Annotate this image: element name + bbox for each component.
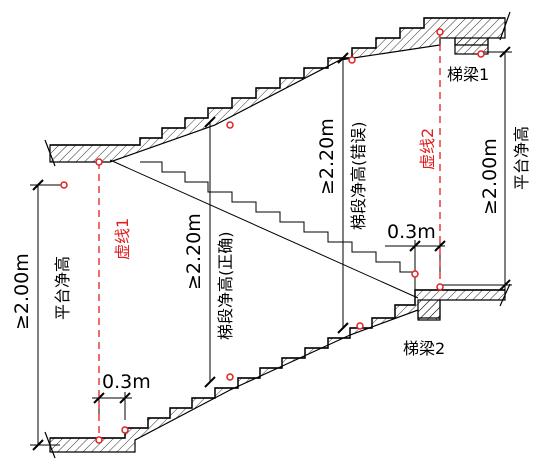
lower-flight [44, 283, 511, 459]
correct-height-value: ≥2.20m [183, 213, 205, 290]
lower-right-break [499, 283, 511, 307]
upper-flight [44, 11, 511, 167]
middle-stair-outline [140, 161, 416, 290]
lower-steps-outline [50, 289, 505, 439]
correct-height-label: 梯段净高(正确) [216, 232, 235, 341]
left-height-value: ≥2.00m [11, 253, 33, 330]
diagonal-line [109, 159, 419, 299]
wrong-height-value: ≥2.20m [316, 118, 338, 195]
dimension-lines [30, 46, 512, 451]
beam2-label: 梯梁2 [403, 339, 445, 358]
beam1-label: 梯梁1 [447, 65, 489, 84]
red-points [60, 28, 485, 444]
wrong-height-label: 梯段净高(错误) [349, 122, 368, 231]
offset-upper-label: 0.3m [387, 221, 436, 243]
upper-right-break [499, 11, 511, 41]
right-height-value: ≥2.00m [479, 138, 501, 215]
offset-lower-label: 0.3m [102, 371, 151, 393]
virtual-line-2-label: 虚线2 [418, 128, 437, 170]
left-platform-label: 平台净高 [53, 256, 72, 320]
upper-steps-outline [50, 17, 505, 146]
beam1-shape [454, 37, 489, 55]
upper-left-break [44, 139, 56, 167]
beam2-shape [417, 299, 441, 321]
right-platform-label: 平台净高 [512, 126, 531, 190]
virtual-line-1-label: 虚线1 [113, 218, 132, 260]
